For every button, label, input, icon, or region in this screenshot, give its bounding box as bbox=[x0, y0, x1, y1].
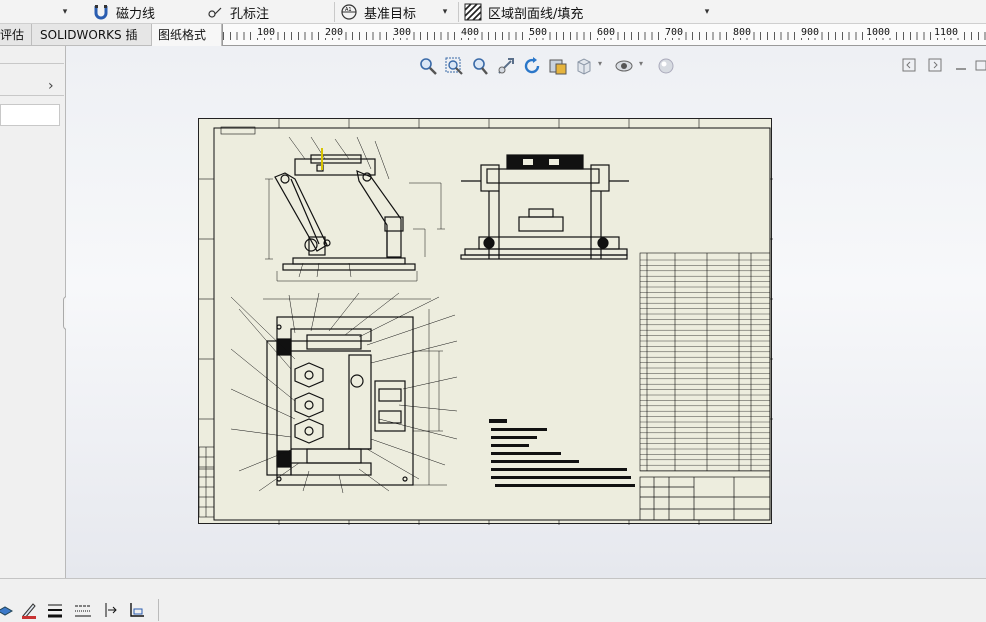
zoom-to-fit-icon[interactable] bbox=[418, 56, 438, 76]
magnet-icon bbox=[92, 3, 110, 21]
line-thickness-icon[interactable] bbox=[46, 601, 64, 619]
magnetic-line-button[interactable]: 磁力线 bbox=[92, 0, 155, 24]
area-hatch-button[interactable]: 区域剖面线/填充 bbox=[464, 0, 583, 24]
chevron-down-icon[interactable]: ▾ bbox=[62, 7, 68, 17]
ruler-label: 800 bbox=[732, 27, 753, 38]
drawing-sheet[interactable] bbox=[198, 118, 773, 525]
layer-icon[interactable] bbox=[0, 601, 14, 619]
split-pane-icon[interactable] bbox=[928, 58, 942, 72]
svg-text:A1: A1 bbox=[345, 7, 352, 13]
chevron-down-icon[interactable]: ▾ bbox=[598, 59, 603, 68]
area-hatch-label: 区域剖面线/填充 bbox=[488, 6, 584, 22]
chevron-down-icon[interactable]: ▾ bbox=[442, 7, 448, 17]
tab-evaluate[interactable]: 评估 bbox=[0, 24, 32, 46]
chevron-down-icon[interactable]: ▾ bbox=[704, 7, 710, 17]
tab-solidworks-addins[interactable]: SOLIDWORKS 插件 bbox=[34, 24, 152, 64]
tab-sheet-format-label: 图纸格式 bbox=[158, 28, 207, 42]
restore-pane-icon[interactable] bbox=[902, 58, 916, 72]
datum-target-button[interactable]: A1 基准目标 bbox=[340, 0, 416, 24]
hole-callout-icon bbox=[206, 3, 224, 21]
panel-header bbox=[0, 52, 64, 64]
hide-show-edges-icon[interactable] bbox=[102, 601, 120, 619]
bottom-toolbar bbox=[0, 578, 986, 622]
ruler-label: 900 bbox=[800, 27, 821, 38]
tab-sheet-format[interactable]: 图纸格式 bbox=[152, 24, 222, 46]
line-style-icon[interactable] bbox=[74, 601, 92, 619]
magnetic-line-label: 磁力线 bbox=[116, 6, 156, 22]
panel-filter-input[interactable] bbox=[0, 104, 60, 126]
hatch-icon bbox=[464, 3, 482, 21]
ruler-label: 1000 bbox=[865, 27, 892, 38]
display-style-icon[interactable] bbox=[574, 56, 594, 76]
ruler-label: 700 bbox=[664, 27, 685, 38]
ruler-label: 1100 bbox=[933, 27, 960, 38]
datum-target-label: 基准目标 bbox=[364, 6, 417, 22]
tab-evaluate-label: 评估 bbox=[0, 28, 25, 42]
zoom-area-icon[interactable] bbox=[444, 56, 464, 76]
appearance-icon[interactable] bbox=[656, 56, 676, 76]
rotate-icon[interactable] bbox=[522, 56, 542, 76]
pan-icon[interactable] bbox=[496, 56, 516, 76]
zoom-in-out-icon[interactable] bbox=[470, 56, 490, 76]
line-color-icon[interactable] bbox=[20, 601, 38, 619]
datum-target-icon: A1 bbox=[340, 3, 358, 21]
panel-tree-row[interactable] bbox=[0, 74, 64, 96]
ruler-label: 500 bbox=[528, 27, 549, 38]
chevron-right-icon[interactable]: › bbox=[48, 78, 54, 94]
ruler-label: 600 bbox=[596, 27, 617, 38]
hole-callout-button[interactable]: 孔标注 bbox=[206, 0, 269, 24]
horizontal-ruler: 100 200 300 400 500 600 700 800 900 1000… bbox=[222, 24, 986, 46]
drawing-content bbox=[198, 119, 773, 525]
ruler-label: 400 bbox=[460, 27, 481, 38]
minimize-icon[interactable] bbox=[954, 58, 968, 72]
command-tabs: 评估 SOLIDWORKS 插件 图纸格式 bbox=[0, 24, 222, 64]
ruler-label: 300 bbox=[392, 27, 413, 38]
ruler-label: 100 bbox=[256, 27, 277, 38]
chevron-down-icon[interactable]: ▾ bbox=[639, 59, 644, 68]
section-view-icon[interactable] bbox=[548, 56, 568, 76]
command-bar: ▾ 磁力线 孔标注 A1 基准目标 ▾ 区域剖面线/填充 ▾ bbox=[0, 0, 986, 24]
feature-manager-panel: › bbox=[0, 46, 73, 578]
maximize-icon[interactable] bbox=[974, 58, 986, 72]
hide-show-icon[interactable] bbox=[614, 56, 634, 76]
hole-callout-label: 孔标注 bbox=[230, 6, 270, 22]
ruler-label: 200 bbox=[324, 27, 345, 38]
color-display-mode-icon[interactable] bbox=[128, 601, 146, 619]
